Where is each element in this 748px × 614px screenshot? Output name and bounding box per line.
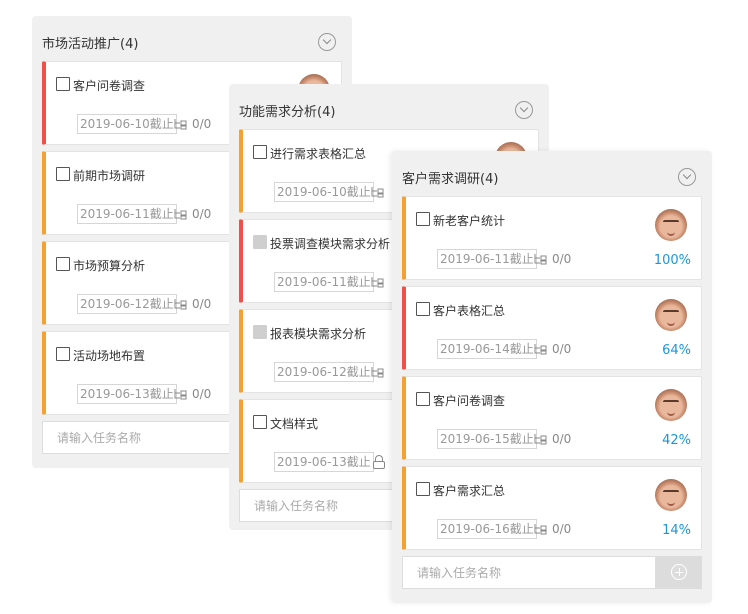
task-checkbox[interactable] xyxy=(416,212,430,226)
new-task-input[interactable] xyxy=(402,556,656,589)
task-name: 投票调查模块需求分析 xyxy=(270,237,391,251)
subtask-icon xyxy=(174,209,187,220)
subtask-icon xyxy=(534,524,547,535)
task-checkbox[interactable] xyxy=(56,347,70,361)
task-checkbox[interactable] xyxy=(253,145,267,159)
task-checkbox[interactable] xyxy=(56,257,70,271)
task-name: 客户问卷调查 xyxy=(73,79,146,93)
task-name: 新老客户统计 xyxy=(433,214,506,228)
subtask-icon xyxy=(174,299,187,310)
progress-percent: 42% xyxy=(662,433,691,448)
task-name: 文档样式 xyxy=(270,417,319,431)
column-header: 客户需求调研(4) xyxy=(392,151,712,201)
subtask-count: 0/0 xyxy=(192,117,212,131)
column-header: 市场活动推广(4) xyxy=(32,16,352,66)
deadline-label: 2019-06-16截止 xyxy=(437,519,537,539)
subtask-icon xyxy=(534,434,547,445)
subtask-icon xyxy=(371,187,384,198)
subtask-icon xyxy=(371,367,384,378)
subtask-count: 0/0 xyxy=(552,252,572,266)
deadline-label: 2019-06-12截止 xyxy=(77,294,177,314)
column-customer-research: 客户需求调研(4) 新老客户统计 2019-06-11截止 0/0 100% 客… xyxy=(392,151,712,603)
task-name: 进行需求表格汇总 xyxy=(270,147,367,161)
task-checkbox[interactable] xyxy=(416,302,430,316)
task-card[interactable]: 新老客户统计 2019-06-11截止 0/0 100% xyxy=(402,196,702,280)
subtask-icon xyxy=(174,389,187,400)
assignee-avatar[interactable] xyxy=(655,479,687,511)
column-title: 功能需求分析(4) xyxy=(239,105,336,120)
assignee-avatar[interactable] xyxy=(655,389,687,421)
task-card[interactable]: 客户需求汇总 2019-06-16截止 0/0 14% xyxy=(402,466,702,550)
deadline-label: 2019-06-13截止 xyxy=(274,452,374,472)
task-checkbox[interactable] xyxy=(253,325,267,339)
task-name: 客户问卷调查 xyxy=(433,394,506,408)
task-checkbox[interactable] xyxy=(253,235,267,249)
task-checkbox[interactable] xyxy=(56,167,70,181)
task-checkbox[interactable] xyxy=(416,392,430,406)
deadline-label: 2019-06-13截止 xyxy=(77,384,177,404)
subtask-count: 0/0 xyxy=(192,387,212,401)
task-name: 报表模块需求分析 xyxy=(270,327,367,341)
deadline-label: 2019-06-10截止 xyxy=(77,114,177,134)
column-header: 功能需求分析(4) xyxy=(229,84,549,134)
chevron-down-icon[interactable] xyxy=(515,101,533,119)
task-card[interactable]: 客户表格汇总 2019-06-14截止 0/0 64% xyxy=(402,286,702,370)
column-title: 客户需求调研(4) xyxy=(402,172,499,187)
task-name: 活动场地布置 xyxy=(73,349,146,363)
task-checkbox[interactable] xyxy=(253,415,267,429)
deadline-label: 2019-06-12截止 xyxy=(274,362,374,382)
subtask-count: 0/0 xyxy=(552,522,572,536)
lock-icon xyxy=(373,455,385,469)
subtask-count: 0/0 xyxy=(552,432,572,446)
plus-circle-icon xyxy=(671,564,687,580)
subtask-icon xyxy=(174,119,187,130)
column-title: 市场活动推广(4) xyxy=(42,37,139,52)
task-name: 市场预算分析 xyxy=(73,259,146,273)
new-task-row xyxy=(402,556,702,589)
task-checkbox[interactable] xyxy=(56,77,70,91)
subtask-count: 0/0 xyxy=(552,342,572,356)
subtask-icon xyxy=(534,344,547,355)
task-checkbox[interactable] xyxy=(416,482,430,496)
deadline-label: 2019-06-11截止 xyxy=(274,272,374,292)
assignee-avatar[interactable] xyxy=(655,209,687,241)
task-name: 客户需求汇总 xyxy=(433,484,506,498)
subtask-icon xyxy=(371,277,384,288)
progress-percent: 100% xyxy=(653,253,691,268)
deadline-label: 2019-06-15截止 xyxy=(437,429,537,449)
progress-percent: 14% xyxy=(662,523,691,538)
subtask-icon xyxy=(534,254,547,265)
subtask-count: 0/0 xyxy=(192,297,212,311)
add-task-button[interactable] xyxy=(656,556,702,589)
deadline-label: 2019-06-11截止 xyxy=(437,249,537,269)
deadline-label: 2019-06-10截止 xyxy=(274,182,374,202)
task-name: 客户表格汇总 xyxy=(433,304,506,318)
task-card[interactable]: 客户问卷调查 2019-06-15截止 0/0 42% xyxy=(402,376,702,460)
chevron-down-icon[interactable] xyxy=(318,33,336,51)
progress-percent: 64% xyxy=(662,343,691,358)
assignee-avatar[interactable] xyxy=(655,299,687,331)
deadline-label: 2019-06-14截止 xyxy=(437,339,537,359)
subtask-count: 0/0 xyxy=(192,207,212,221)
task-name: 前期市场调研 xyxy=(73,169,146,183)
deadline-label: 2019-06-11截止 xyxy=(77,204,177,224)
chevron-down-icon[interactable] xyxy=(678,168,696,186)
